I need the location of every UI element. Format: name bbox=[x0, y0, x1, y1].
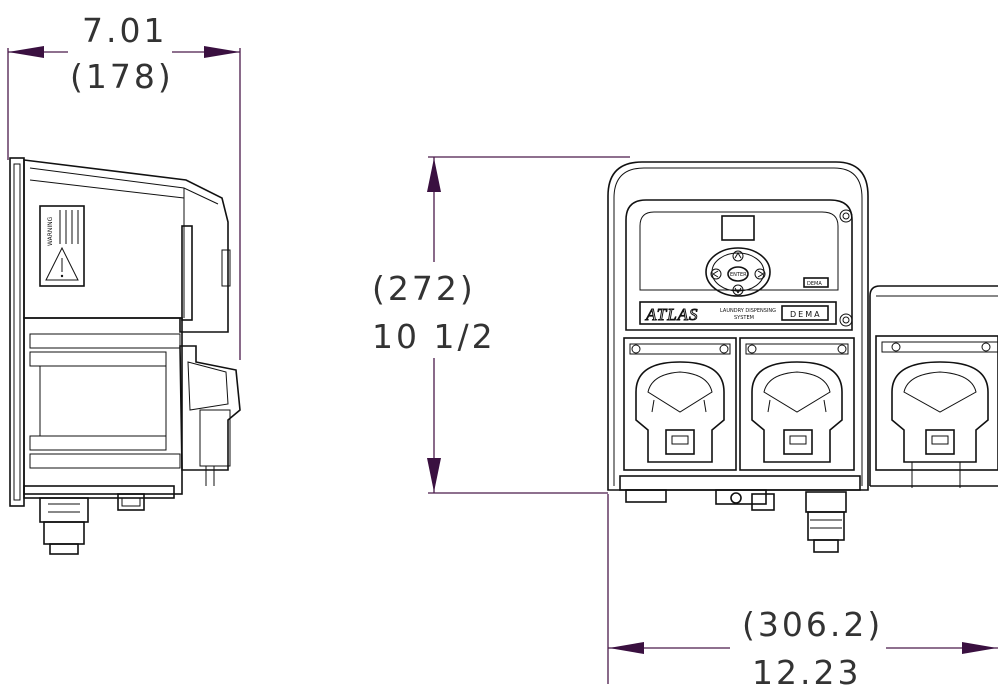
arrow-left-icon bbox=[609, 642, 644, 654]
enter-button-label: ENTER bbox=[730, 272, 747, 278]
side-width-mm-label: (178) bbox=[70, 57, 174, 96]
maker-badge-label: DEMA bbox=[807, 281, 822, 287]
drain-fitting bbox=[730, 492, 742, 504]
front-width-mm-label: (306.2) bbox=[742, 605, 883, 644]
down-button[interactable] bbox=[732, 284, 744, 296]
display-screen bbox=[721, 215, 755, 241]
left-button[interactable] bbox=[710, 268, 722, 280]
height-dimension: (272) 10 1/2 bbox=[360, 156, 630, 494]
screw-icon bbox=[839, 313, 853, 327]
front-width-inches-label: 12.23 bbox=[752, 653, 861, 689]
side-width-dimension: 7.01 (178) bbox=[7, 11, 241, 360]
screw-icon bbox=[839, 209, 853, 223]
maker-badge bbox=[803, 277, 829, 288]
arrow-right-icon bbox=[962, 642, 997, 654]
arrow-right-icon bbox=[204, 46, 240, 58]
front-view: ENTER DEMA ATLAS LAUNDRY DISPENSING SYST… bbox=[607, 161, 869, 553]
arrow-down-icon bbox=[427, 458, 441, 492]
front-width-dimension: (306.2) 12.23 bbox=[607, 494, 998, 689]
right-button[interactable] bbox=[754, 268, 766, 280]
extension-module bbox=[869, 285, 998, 488]
maker-plate bbox=[781, 305, 829, 321]
keypad: ENTER bbox=[705, 247, 771, 297]
controller-panel: ENTER DEMA ATLAS LAUNDRY DISPENSING SYST… bbox=[625, 199, 853, 331]
up-button[interactable] bbox=[732, 250, 744, 262]
height-mm-label: (272) bbox=[372, 269, 476, 308]
side-view: WARNING bbox=[9, 157, 241, 555]
side-width-inches-label: 7.01 bbox=[82, 11, 167, 50]
warning-label-title: WARNING bbox=[47, 216, 54, 246]
brand-subtitle-line1: LAUNDRY DISPENSING bbox=[720, 308, 776, 314]
arrow-left-icon bbox=[8, 46, 44, 58]
enter-button[interactable] bbox=[727, 266, 749, 282]
brand-logo: ATLAS bbox=[645, 305, 699, 324]
maker-plate-label: DEMA bbox=[790, 310, 822, 319]
arrow-up-icon bbox=[427, 158, 441, 192]
height-inches-label: 10 1/2 bbox=[372, 317, 496, 356]
pump-module-2 bbox=[739, 337, 855, 477]
pump-module-1 bbox=[623, 337, 737, 477]
brand-subtitle-line2: SYSTEM bbox=[734, 315, 754, 321]
warning-label: WARNING bbox=[39, 205, 85, 287]
